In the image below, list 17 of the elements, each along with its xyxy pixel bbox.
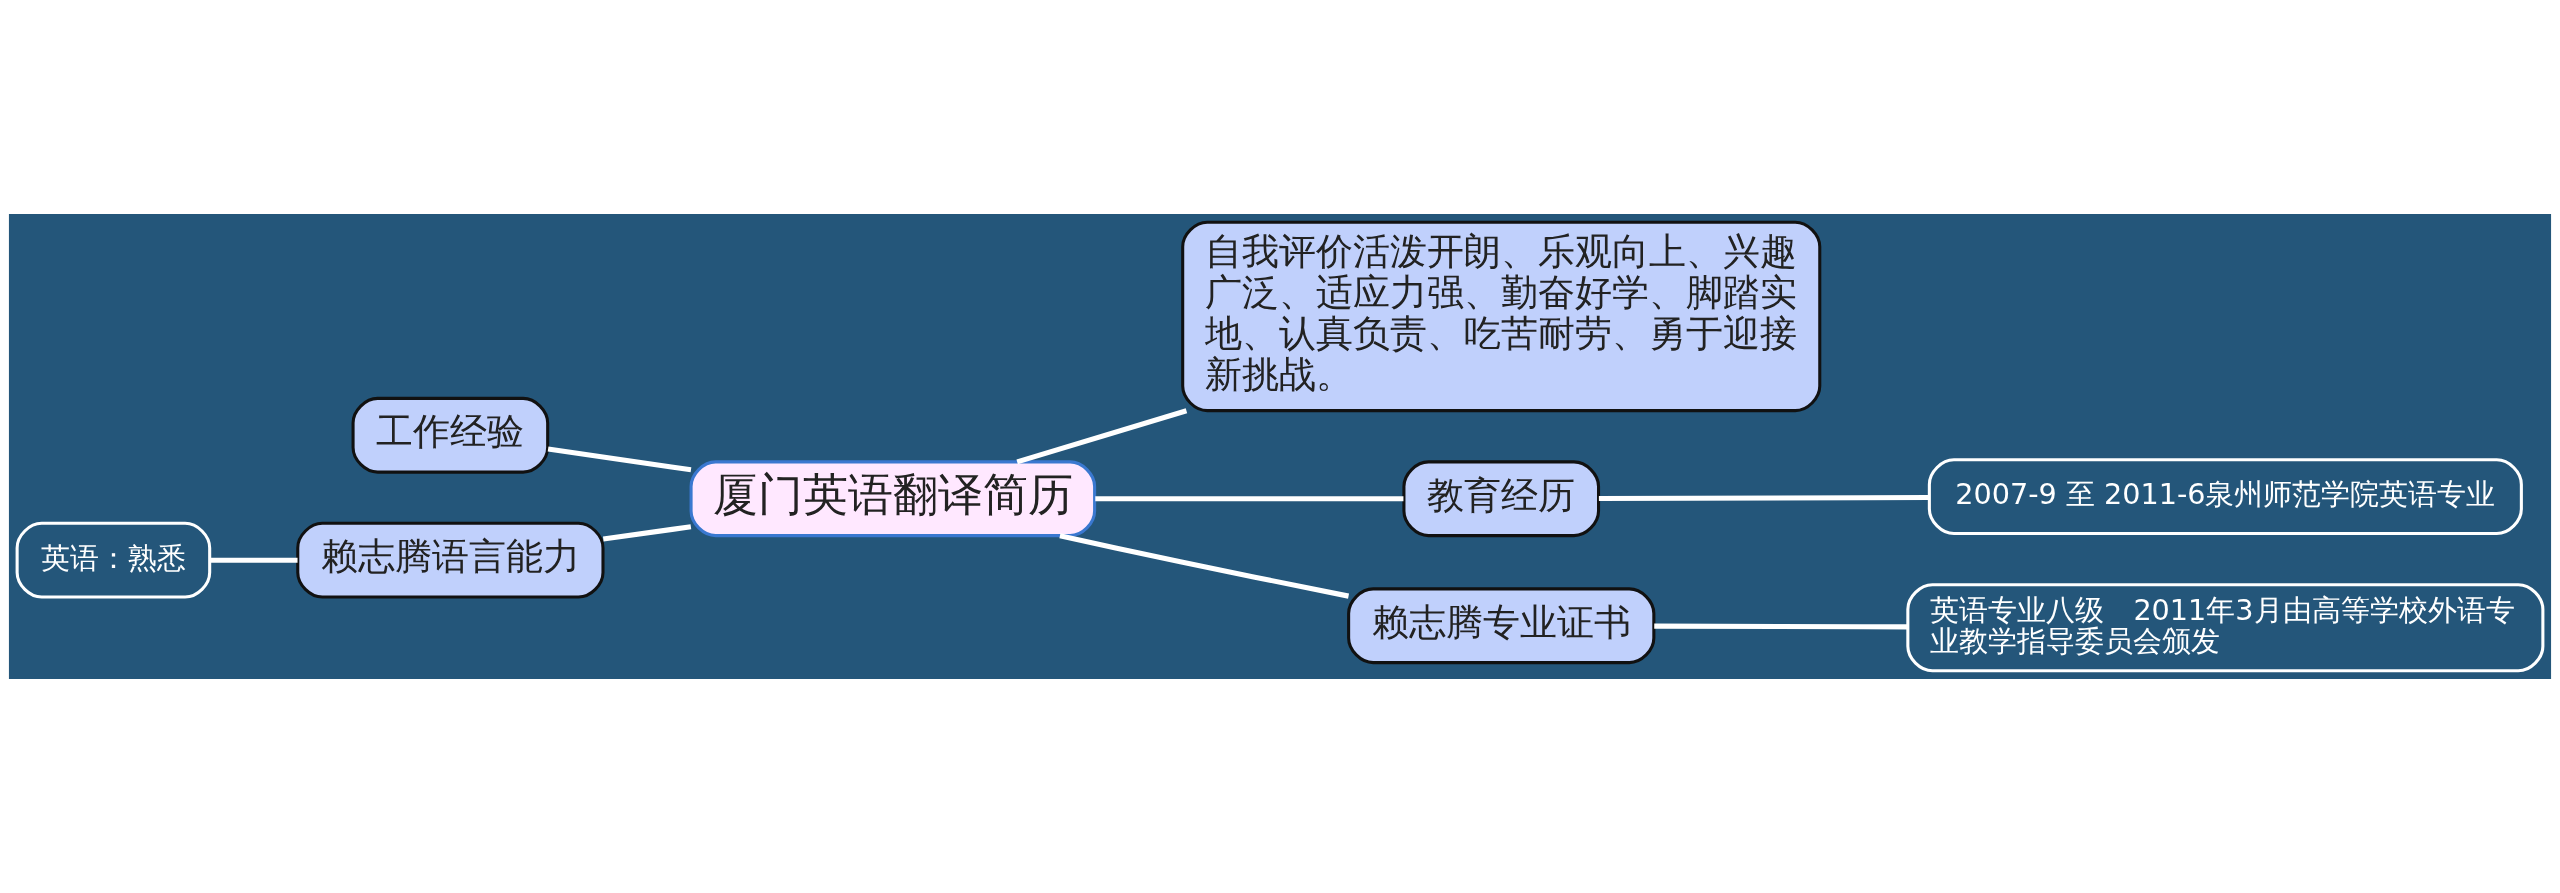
connector [209,557,298,563]
node-box: 赖志腾专业证书 [1347,587,1656,665]
node-box: 2007-9 至 2011-6泉州师范学院英语专业 [1927,458,2523,536]
node-box: 英语：熟悉 [15,521,212,599]
node-box: 英语专业八级 2011年3月由高等学校外语专业教学指导委员会颁发 [1906,583,2545,673]
node-box: 厦门英语翻译简历 [689,460,1097,538]
connector [1016,408,1188,465]
connector [1095,496,1404,502]
connector [1059,533,1350,599]
node-box: 教育经历 [1402,460,1601,538]
node-box: 赖志腾语言能力 [296,521,605,599]
connector [1598,494,1929,502]
node-box: 工作经验 [351,396,550,474]
connector [1654,623,1908,630]
connector [602,524,692,542]
node-box: 自我评价活泼开朗、乐观向上、兴趣广泛、适应力强、勤奋好学、脚踏实地、认真负责、吃苦耐劳、勇于迎接新挑战。 [1181,220,1822,413]
connector [547,446,692,473]
